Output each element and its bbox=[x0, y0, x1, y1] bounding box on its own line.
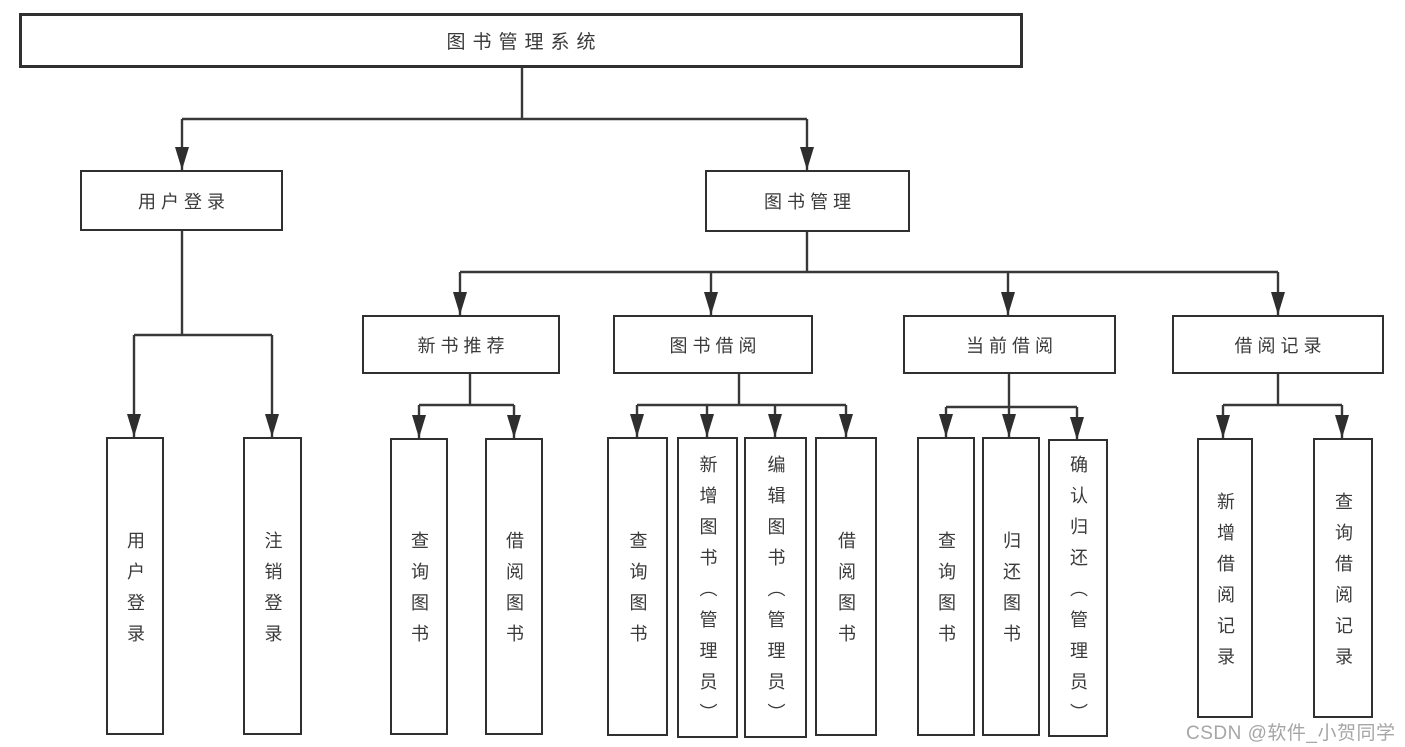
node-new-book-recommend: 新书推荐 bbox=[362, 315, 560, 374]
connector-root bbox=[175, 68, 814, 170]
leaf-logout-login-label: 注销登录 bbox=[262, 530, 283, 655]
leaf-borrow-books-borrowing-label: 借阅图书 bbox=[836, 531, 856, 655]
connector-book-management bbox=[453, 232, 1285, 315]
connector-current-borrowing bbox=[939, 374, 1084, 440]
leaf-edit-books-admin-label: 编辑图书（管理员） bbox=[765, 454, 786, 734]
leaf-user-login: 用户登录 bbox=[106, 437, 164, 735]
connector-user-login bbox=[127, 230, 279, 437]
node-library-system: 图书管理系统 bbox=[19, 13, 1023, 68]
leaf-borrow-books-recommend: 借阅图书 bbox=[485, 438, 543, 735]
leaf-confirm-return-admin-label: 确认归还（管理员） bbox=[1068, 455, 1088, 734]
leaf-logout-login: 注销登录 bbox=[243, 437, 302, 735]
leaf-add-books-admin: 新增图书（管理员） bbox=[677, 437, 738, 738]
leaf-add-borrow-record-label: 新增借阅记录 bbox=[1215, 491, 1235, 678]
leaf-query-books-current: 查询图书 bbox=[917, 437, 975, 736]
leaf-borrow-books-recommend-label: 借阅图书 bbox=[504, 531, 524, 655]
leaf-borrow-books-borrowing: 借阅图书 bbox=[815, 437, 877, 736]
leaf-query-books-borrowing: 查询图书 bbox=[607, 437, 668, 736]
node-borrowing-records: 借阅记录 bbox=[1172, 315, 1384, 374]
leaf-user-login-label: 用户登录 bbox=[125, 530, 145, 655]
leaf-add-borrow-record: 新增借阅记录 bbox=[1197, 438, 1253, 718]
leaf-confirm-return-admin: 确认归还（管理员） bbox=[1048, 439, 1108, 737]
connector-borrowing-records bbox=[1216, 374, 1349, 438]
leaf-query-borrow-record: 查询借阅记录 bbox=[1313, 438, 1373, 718]
csdn-watermark: CSDN @软件_小贺同学 bbox=[1186, 723, 1396, 744]
node-user-login: 用户登录 bbox=[80, 170, 283, 231]
connector-book-borrowing bbox=[630, 374, 853, 437]
leaf-query-borrow-record-label: 查询借阅记录 bbox=[1333, 491, 1353, 678]
leaf-query-books-recommend: 查询图书 bbox=[390, 438, 448, 735]
leaf-query-books-recommend-label: 查询图书 bbox=[409, 531, 429, 655]
leaf-edit-books-admin: 编辑图书（管理员） bbox=[744, 437, 807, 738]
leaf-return-books-label: 归还图书 bbox=[1001, 531, 1021, 655]
leaf-query-books-current-label: 查询图书 bbox=[936, 531, 956, 655]
leaf-query-books-borrowing-label: 查询图书 bbox=[627, 531, 648, 655]
node-book-borrowing: 图书借阅 bbox=[613, 315, 813, 374]
node-current-borrowing: 当前借阅 bbox=[903, 315, 1116, 374]
node-book-management: 图书管理 bbox=[705, 170, 910, 232]
leaf-return-books: 归还图书 bbox=[982, 437, 1040, 736]
leaf-add-books-admin-label: 新增图书（管理员） bbox=[697, 454, 718, 734]
connector-new-book-recommend bbox=[412, 374, 521, 438]
